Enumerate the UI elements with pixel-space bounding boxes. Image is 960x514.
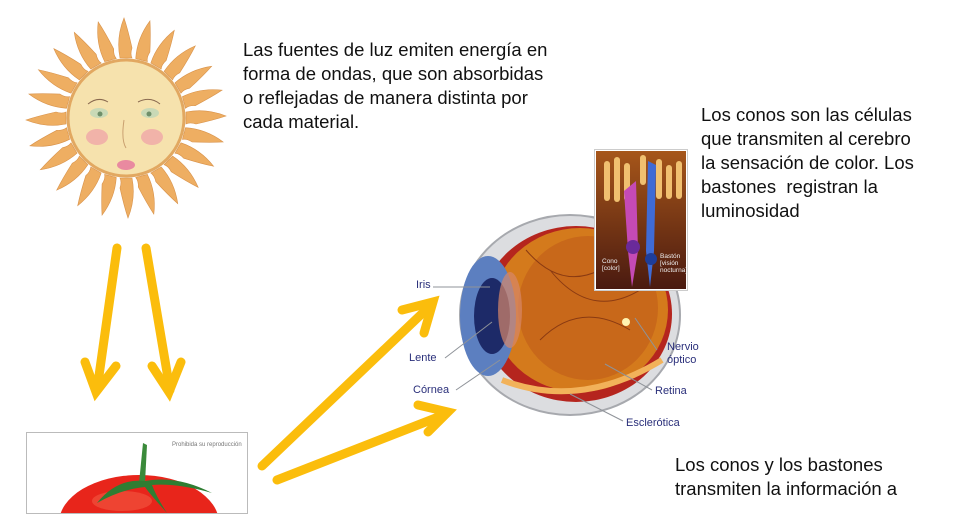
watermark-text: Prohibida su reproducción (172, 442, 242, 448)
arrow-down-icon (80, 243, 186, 402)
caption-line: bastones registran la (701, 176, 878, 197)
sun-illustration (25, 17, 227, 219)
label-nervio-optico: Nervio óptico (667, 341, 699, 367)
label-line: Nervio (667, 341, 699, 353)
cono-label-line: [color] (602, 265, 620, 272)
sun-rays-icon (25, 17, 227, 219)
baston-label-line: Bastón (660, 253, 681, 260)
label-iris: Iris (416, 279, 431, 291)
label-retina: Retina (655, 385, 687, 397)
caption-line: forma de ondas, que son absorbidas (243, 63, 544, 84)
sun-face-icon (66, 58, 186, 178)
caption-line: que transmiten al cerebro (701, 128, 911, 149)
cones-rods-caption: Los conos son las células que transmiten… (701, 103, 914, 223)
caption-line: luminosidad (701, 200, 800, 221)
cone-rod-inset: Cono [color] Bastón [visión nocturna] (595, 150, 687, 290)
arrow-up-right-icon (257, 295, 457, 485)
caption-line: transmiten la información a (675, 478, 898, 499)
caption-line: la sensación de color. Los (701, 152, 914, 173)
label-esclerotica: Esclerótica (626, 417, 680, 429)
cono-label: Cono [color] (602, 258, 620, 272)
baston-label-line: nocturna] (660, 267, 688, 274)
photoreceptor-icon (604, 155, 682, 287)
label-line: óptico (667, 354, 697, 366)
down-arrows (80, 243, 186, 402)
caption-line: cada material. (243, 111, 360, 132)
light-sources-caption: Las fuentes de luz emiten energía en for… (243, 38, 547, 134)
caption-line: Los conos y los bastones (675, 454, 883, 475)
transmission-caption: Los conos y los bastones transmiten la i… (675, 453, 897, 501)
label-cornea: Córnea (413, 384, 450, 396)
caption-line: Las fuentes de luz emiten energía en (243, 39, 548, 60)
caption-line: Los conos son las células (701, 104, 912, 125)
cono-label-line: Cono (602, 258, 618, 265)
baston-label-line: [visión (660, 260, 679, 267)
caption-line: o reflejadas de manera distinta por (243, 87, 528, 108)
baston-label: Bastón [visión nocturna] (660, 253, 687, 274)
label-lente: Lente (409, 352, 437, 364)
